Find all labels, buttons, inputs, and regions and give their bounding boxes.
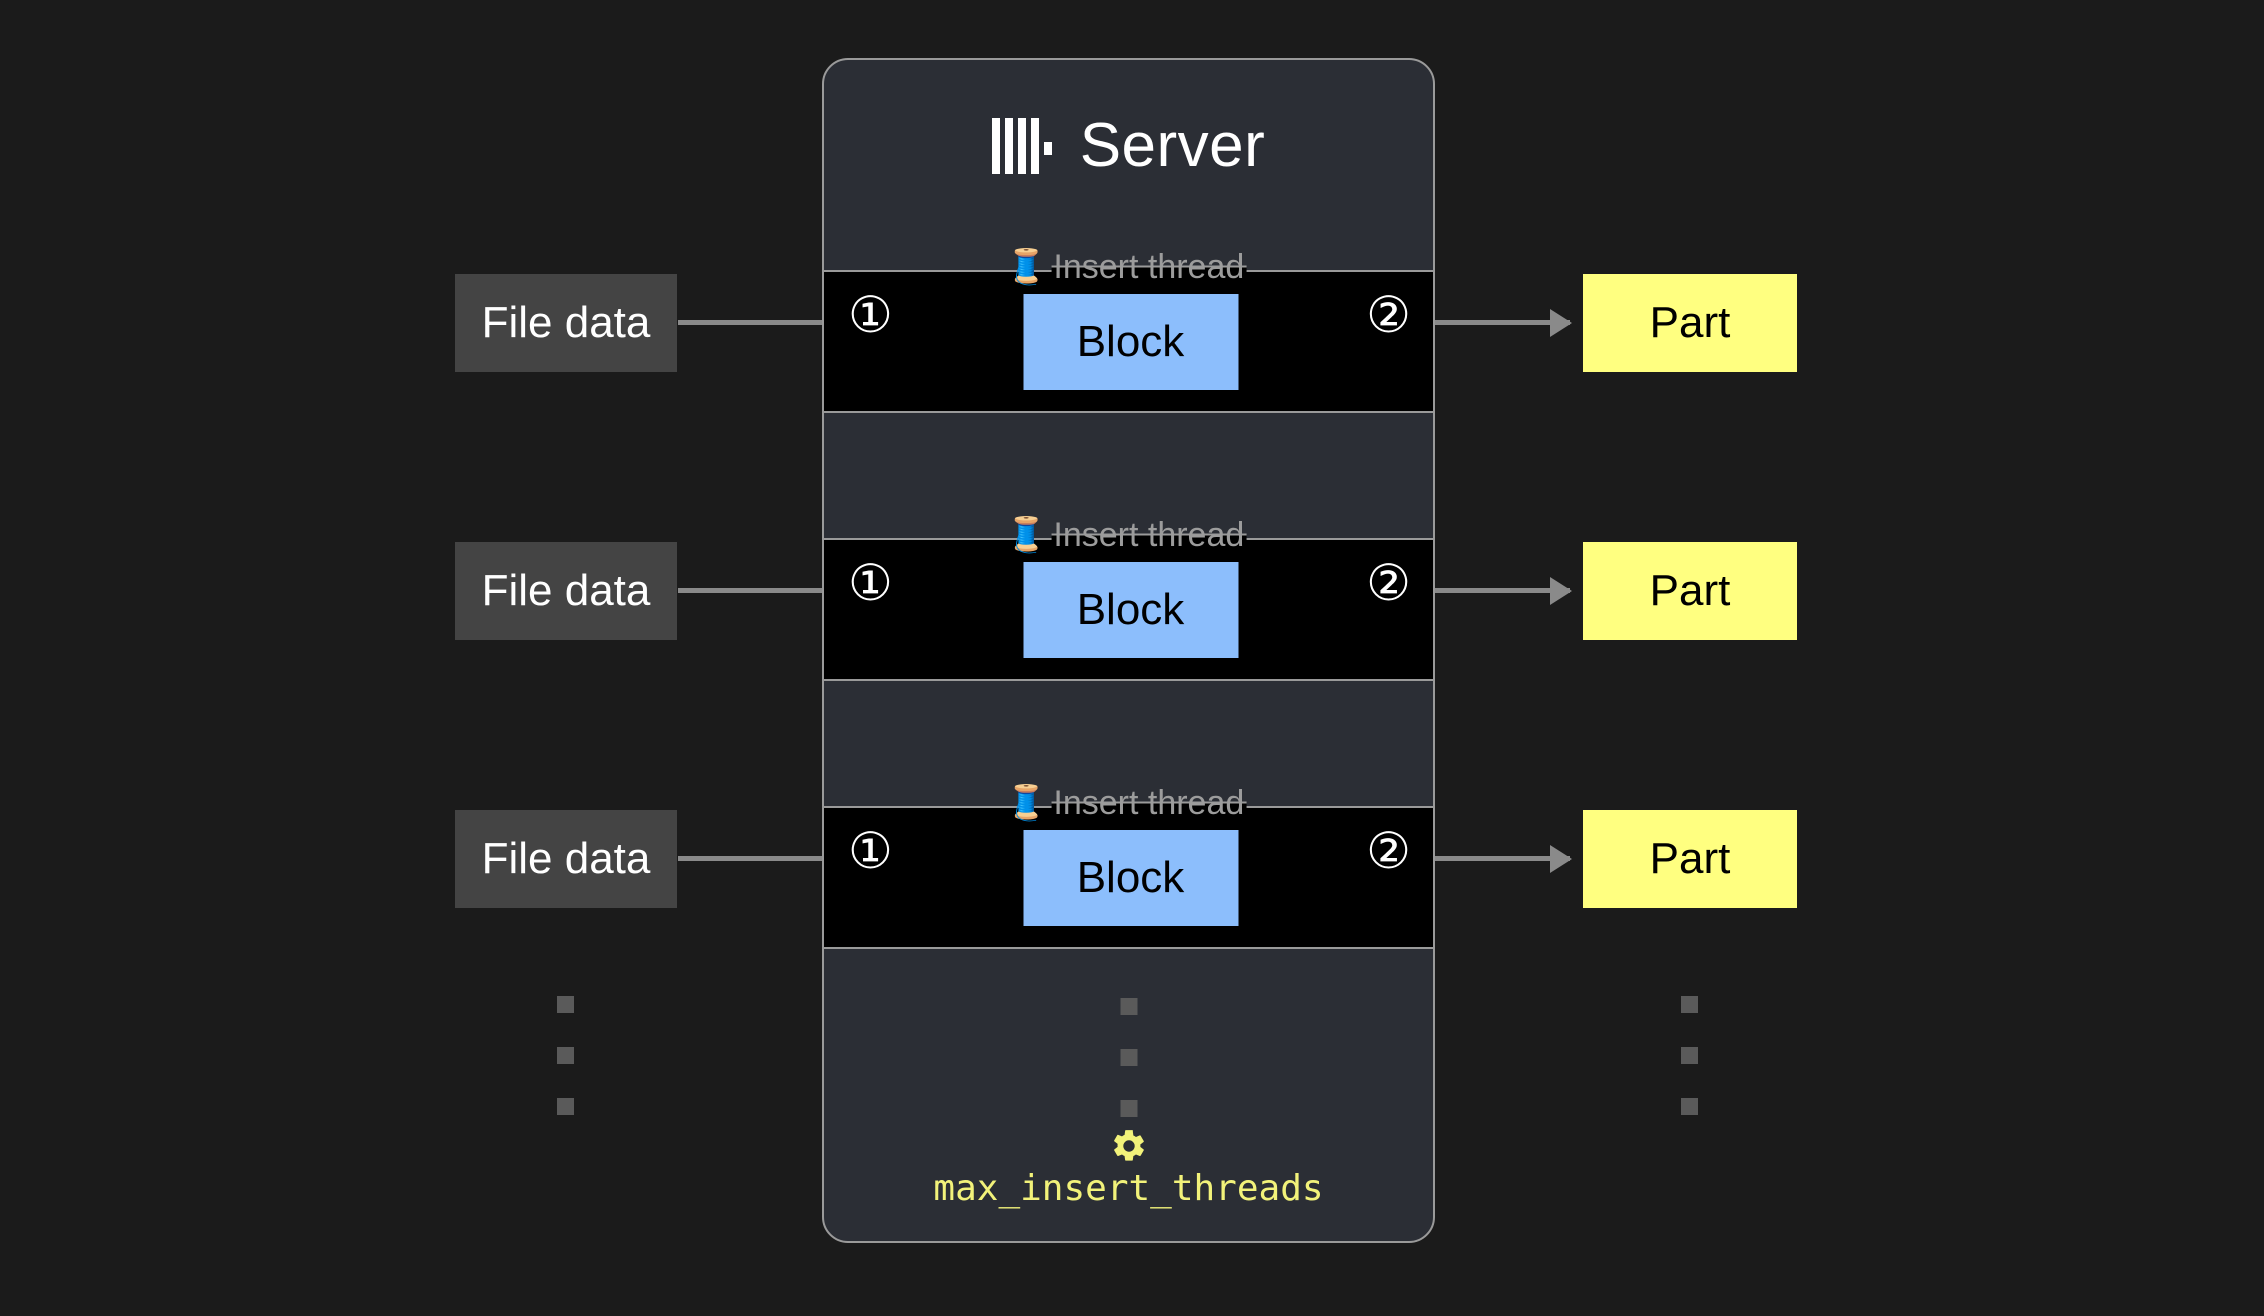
insert-thread-label: Insert thread	[1051, 784, 1247, 822]
ellipsis-center	[1120, 998, 1137, 1117]
block-box: Block	[1023, 561, 1238, 658]
ellipsis-dot	[557, 996, 574, 1013]
block-label: Block	[1076, 316, 1185, 366]
insert-thread-label: Insert thread	[1051, 248, 1247, 286]
insert-thread-label: Insert thread	[1051, 516, 1247, 554]
block-label: Block	[1076, 852, 1185, 902]
part-box: Part	[1583, 542, 1797, 640]
part-box: Part	[1583, 810, 1797, 908]
clickhouse-logo-icon	[991, 118, 1052, 174]
block-label: Block	[1076, 584, 1185, 634]
gear-icon	[1113, 1130, 1144, 1161]
file-data-label: File data	[481, 834, 651, 883]
step-marker-in: ①	[848, 287, 893, 343]
file-data-label: File data	[481, 298, 651, 347]
setting-footer: max_insert_threads	[824, 1127, 1433, 1207]
ellipsis-right	[1681, 996, 1698, 1115]
file-data-box: File data	[455, 542, 677, 640]
part-label: Part	[1649, 566, 1731, 615]
block-box: Block	[1023, 829, 1238, 926]
setting-name-label: max_insert_threads	[933, 1168, 1324, 1209]
ellipsis-dot	[1681, 1047, 1698, 1064]
file-data-label: File data	[481, 566, 651, 615]
insert-thread-box-3: 🧵 Insert thread ① ② Block	[824, 786, 1433, 949]
insert-thread-legend: 🧵 Insert thread	[1005, 516, 1247, 554]
ellipsis-dot	[1681, 996, 1698, 1013]
ellipsis-dot	[1120, 998, 1137, 1015]
insert-thread-box-1: 🧵 Insert thread ① ② Block	[824, 250, 1433, 413]
block-box: Block	[1023, 293, 1238, 390]
server-title-label: Server	[1079, 111, 1266, 180]
part-label: Part	[1649, 298, 1731, 347]
thread-spool-icon: 🧵	[1005, 516, 1048, 554]
step-marker-out: ②	[1366, 823, 1411, 879]
step-marker-out: ②	[1366, 287, 1411, 343]
part-box: Part	[1583, 274, 1797, 372]
ellipsis-dot	[1120, 1049, 1137, 1066]
step-marker-in: ①	[848, 823, 893, 879]
server-panel: Server 🧵 Insert thread ① ② Block 🧵 Inser…	[822, 58, 1435, 1243]
file-data-box: File data	[455, 810, 677, 908]
insert-thread-legend: 🧵 Insert thread	[1005, 784, 1247, 822]
insert-thread-box-2: 🧵 Insert thread ① ② Block	[824, 518, 1433, 681]
step-marker-out: ②	[1366, 555, 1411, 611]
thread-spool-icon: 🧵	[1005, 784, 1048, 822]
ellipsis-dot	[1681, 1098, 1698, 1115]
file-data-box: File data	[455, 274, 677, 372]
step-marker-in: ①	[848, 555, 893, 611]
insert-thread-legend: 🧵 Insert thread	[1005, 248, 1247, 286]
ellipsis-dot	[1120, 1100, 1137, 1117]
part-label: Part	[1649, 834, 1731, 883]
ellipsis-dot	[557, 1047, 574, 1064]
ellipsis-left	[557, 996, 574, 1115]
thread-spool-icon: 🧵	[1005, 248, 1048, 286]
ellipsis-dot	[557, 1098, 574, 1115]
server-title: Server	[824, 98, 1433, 194]
